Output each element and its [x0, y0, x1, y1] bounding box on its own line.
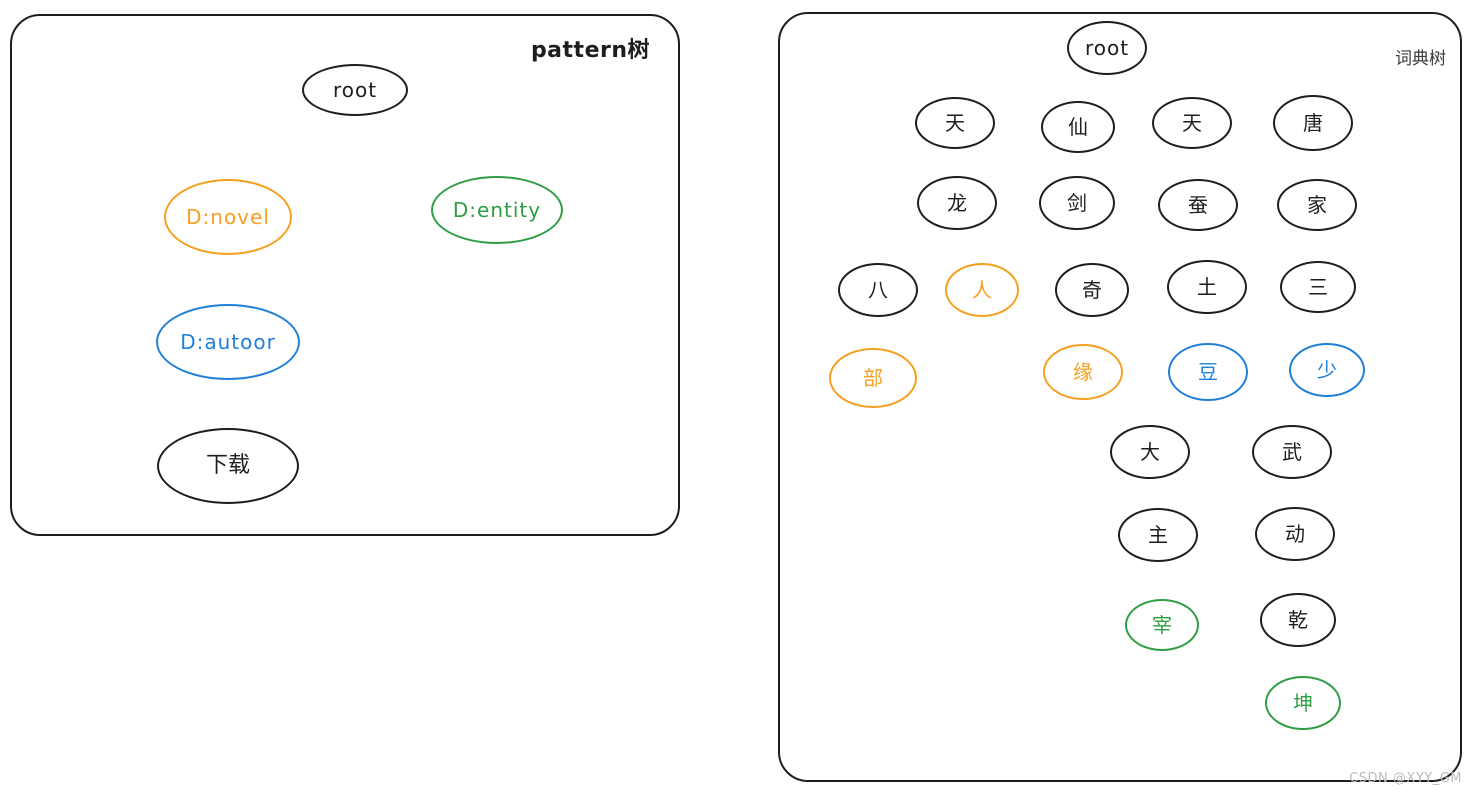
node-label: root: [332, 78, 378, 102]
node-d-autoor: D:autoor: [156, 304, 300, 380]
node-label: 缘: [1073, 360, 1093, 384]
node-zhu: 主: [1118, 508, 1198, 562]
node-tang: 唐: [1273, 95, 1353, 151]
node-label: 坤: [1293, 691, 1313, 715]
node-xian: 仙: [1041, 101, 1115, 153]
node-d-entity: D:entity: [431, 176, 563, 244]
node-zai: 宰: [1125, 599, 1199, 651]
node-label: 部: [863, 366, 883, 390]
node-qi: 奇: [1055, 263, 1129, 317]
node-label: 少: [1317, 358, 1337, 382]
node-label: root: [1084, 36, 1130, 60]
node-wu: 武: [1252, 425, 1332, 479]
node-label: 唐: [1303, 111, 1323, 135]
node-dong: 动: [1255, 507, 1335, 561]
node-tian-1: 天: [915, 97, 995, 149]
node-jian: 剑: [1039, 176, 1115, 230]
node-label: 奇: [1082, 278, 1102, 302]
node-tu: 土: [1167, 260, 1247, 314]
node-label: 动: [1285, 522, 1305, 546]
node-d-novel: D:novel: [164, 179, 292, 255]
node-label: 豆: [1198, 360, 1218, 384]
node-label: 龙: [947, 191, 967, 215]
dict-tree-title: 词典树: [1395, 49, 1446, 69]
node-label: 三: [1308, 275, 1328, 299]
node-qian: 乾: [1260, 593, 1336, 647]
node-san: 三: [1280, 261, 1356, 313]
node-jia: 家: [1277, 179, 1357, 231]
node-yuan: 缘: [1043, 344, 1123, 400]
node-can: 蚕: [1158, 179, 1238, 231]
node-kun: 坤: [1265, 676, 1341, 730]
node-bu: 部: [829, 348, 917, 408]
pattern-tree-title: pattern树: [530, 38, 650, 63]
node-label: 人: [972, 278, 992, 302]
node-label: 宰: [1152, 613, 1172, 637]
node-label: 武: [1282, 440, 1302, 464]
node-ren: 人: [945, 263, 1019, 317]
node-root-dict: root: [1067, 21, 1147, 75]
node-label: 天: [1182, 111, 1202, 135]
node-tian-2: 天: [1152, 97, 1232, 149]
node-label: 土: [1197, 275, 1217, 299]
node-xiazai: 下载: [157, 428, 299, 504]
node-label: 下载: [205, 453, 250, 478]
node-label: 主: [1148, 523, 1168, 547]
node-da: 大: [1110, 425, 1190, 479]
node-label: 蚕: [1188, 193, 1208, 217]
node-label: D:autoor: [180, 330, 276, 354]
node-root-pattern: root: [302, 64, 408, 116]
node-label: 乾: [1288, 608, 1308, 632]
node-label: 天: [945, 111, 965, 135]
node-label: D:entity: [452, 198, 542, 222]
node-dou: 豆: [1168, 343, 1248, 401]
node-ba: 八: [838, 263, 918, 317]
node-label: 大: [1140, 440, 1160, 464]
node-label: 仙: [1068, 115, 1088, 139]
node-shao: 少: [1289, 343, 1365, 397]
node-label: 剑: [1067, 191, 1087, 215]
node-long: 龙: [917, 176, 997, 230]
node-label: D:novel: [186, 205, 270, 229]
node-label: 家: [1307, 193, 1327, 217]
node-label: 八: [868, 278, 888, 302]
csdn-watermark: CSDN @XYY_GM: [1349, 771, 1462, 786]
